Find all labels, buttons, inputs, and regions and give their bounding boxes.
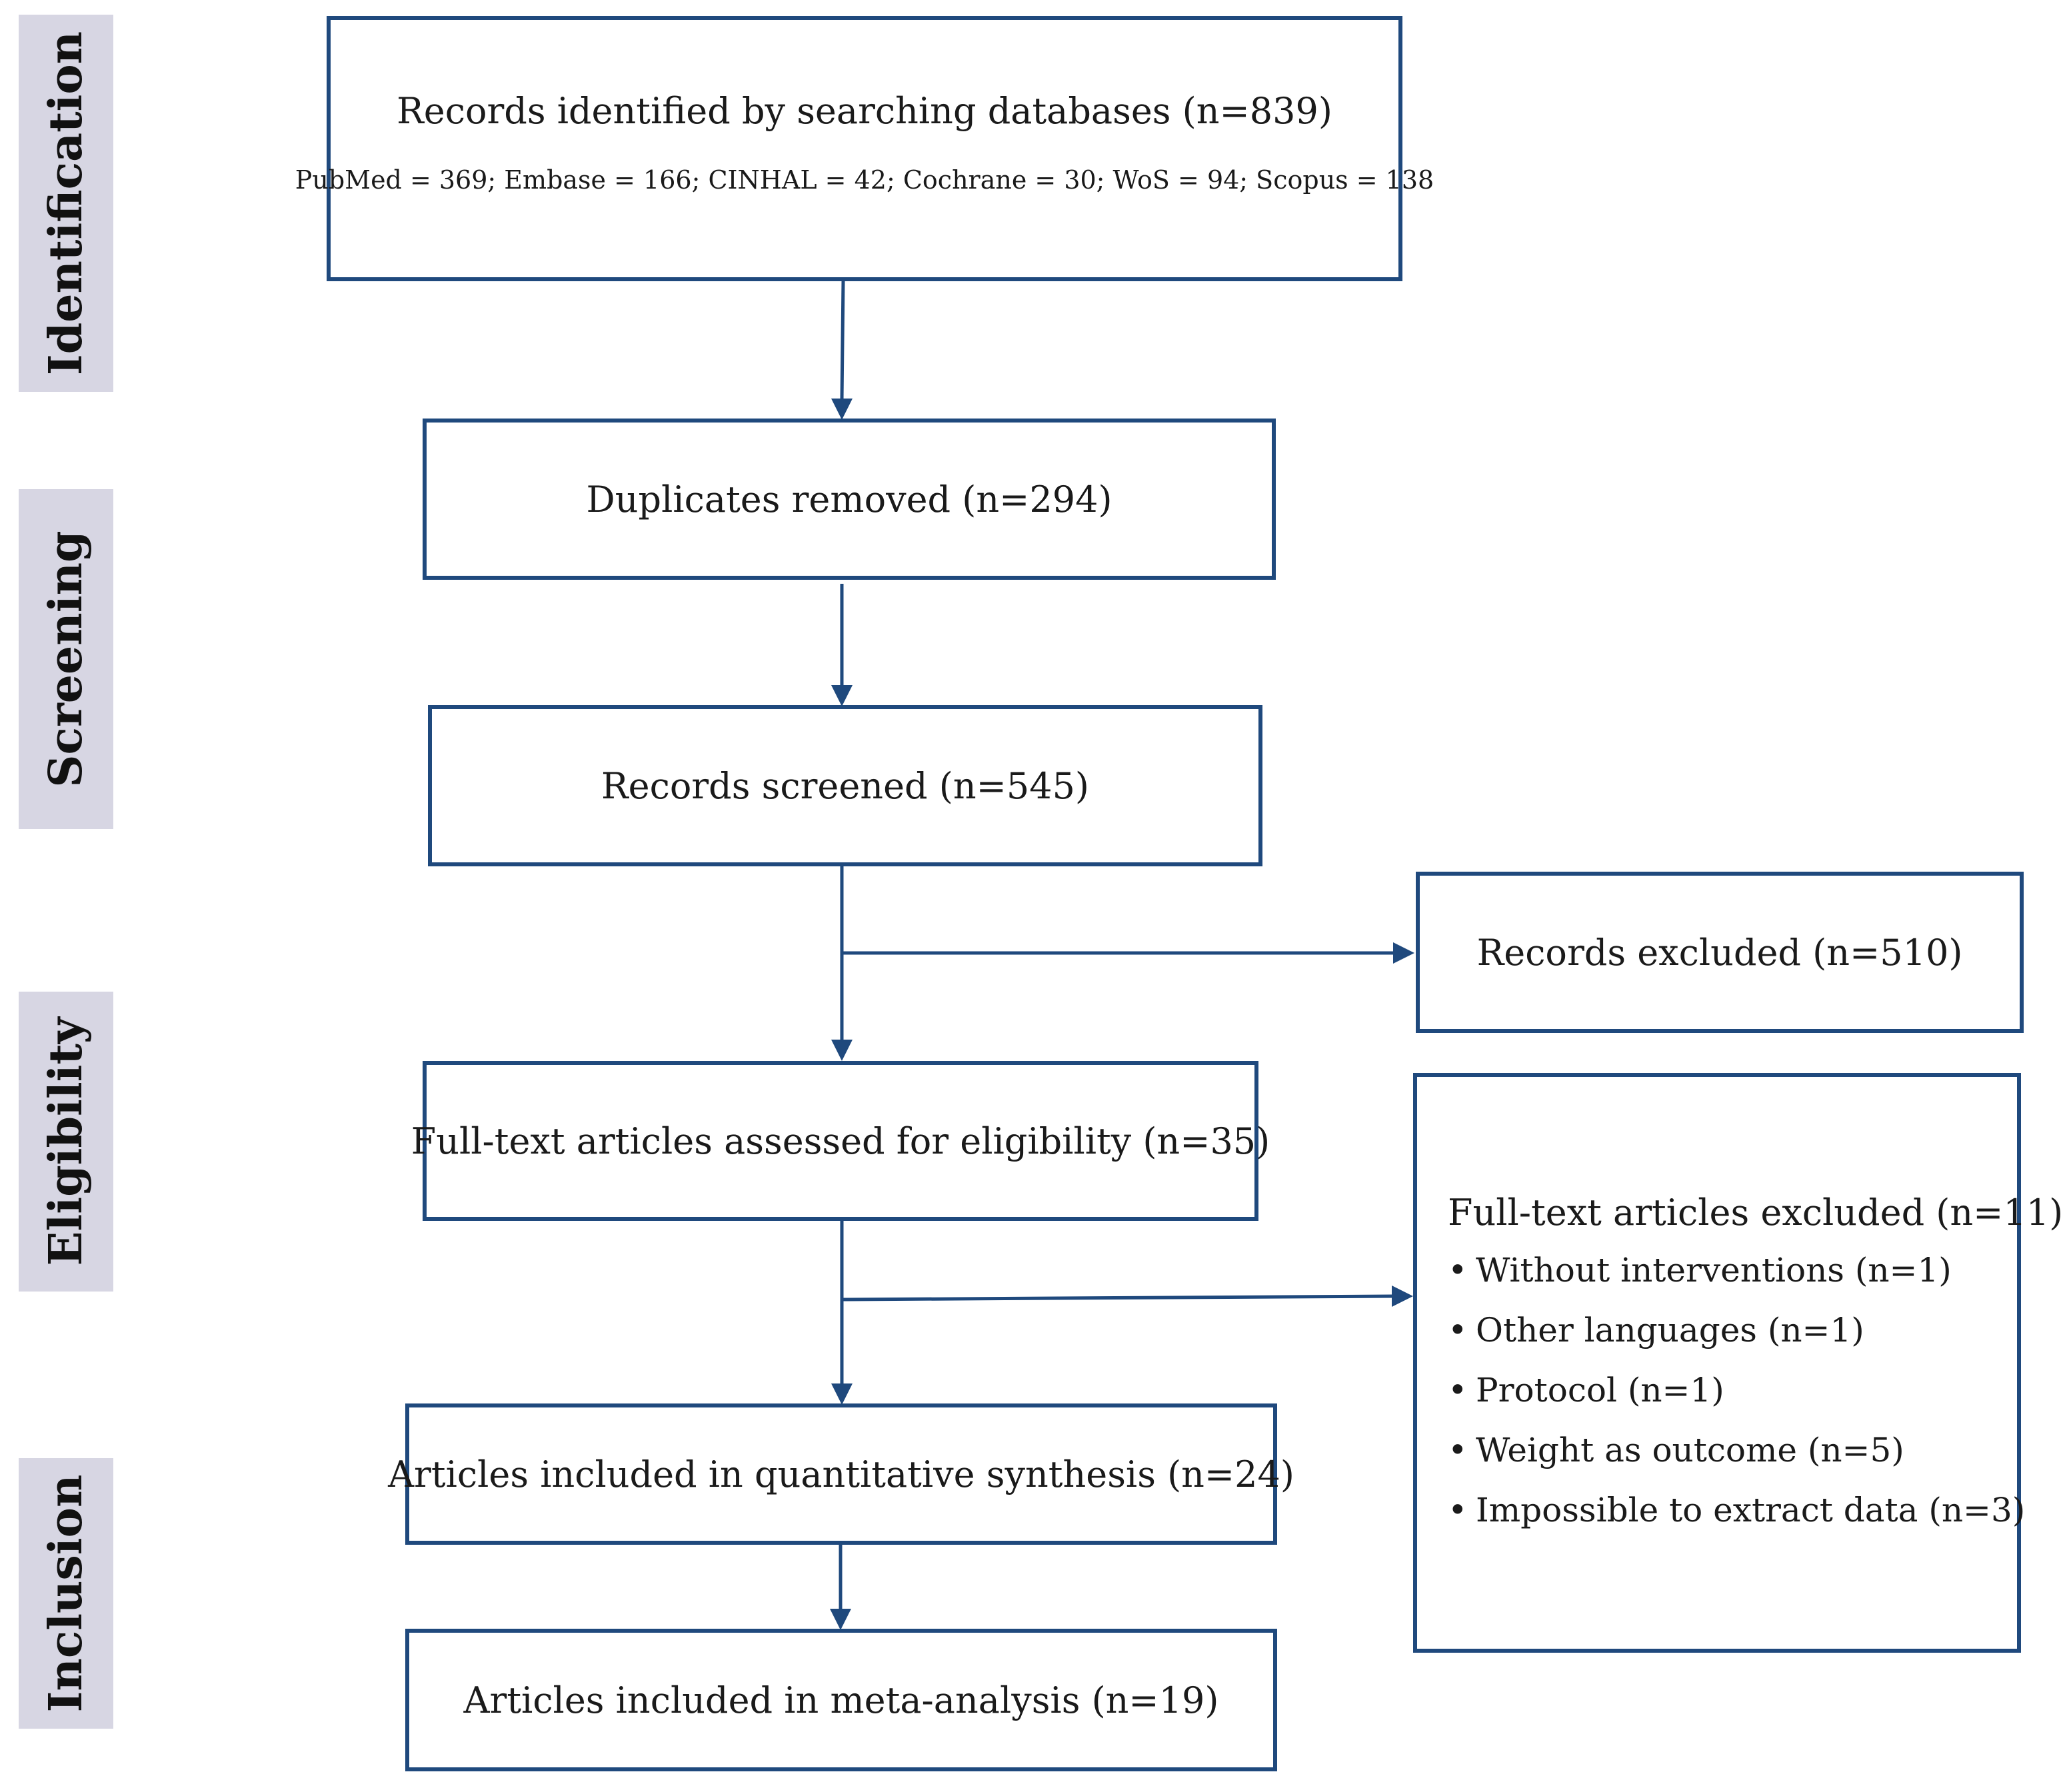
arrowhead-down [830,1609,851,1630]
exclusion-reason-item: •Other languages (n=1) [1448,1311,2025,1349]
records-identified-text: Records identified by searching database… [397,89,1332,132]
exclusion-reason-text: Weight as outcome (n=5) [1476,1431,1904,1469]
bullet-mark: • [1448,1311,1468,1349]
meta-analysis-box: Articles included in meta-analysis (n=19… [405,1629,1277,1771]
arrowhead-right [1393,942,1414,964]
bullet-mark: • [1448,1251,1468,1290]
duplicates-removed-box: Duplicates removed (n=294) [423,419,1276,580]
exclusion-reason-text: Impossible to extract data (n=3) [1476,1491,2026,1529]
quantitative-synthesis-text: Articles included in quantitative synthe… [388,1453,1294,1495]
records-identified-box: Records identified by searching database… [295,16,1434,281]
database-counts-text: PubMed = 369; Embase = 166; CINHAL = 42;… [295,165,1434,195]
records-excluded-text: Records excluded (n=510) [1476,931,1963,974]
bullet-mark: • [1448,1491,1468,1529]
records-excluded-box: Records excluded (n=510) [1416,872,2024,1033]
exclusion-reason-text: Without interventions (n=1) [1476,1251,1952,1290]
exclusion-reason-item: •Without interventions (n=1) [1448,1251,2025,1290]
stage-eligibility: Eligibility [19,992,113,1292]
stage-identification: Identification [19,15,113,392]
arrowhead-right [1392,1286,1413,1307]
meta-analysis-text: Articles included in meta-analysis (n=19… [463,1679,1219,1721]
arrow-to-fulltext-excluded [841,1294,1394,1302]
fulltext-excluded-box: Full-text articles excluded (n=11) •With… [1413,1073,2063,1653]
exclusion-reason-item: •Weight as outcome (n=5) [1448,1431,2025,1469]
exclusion-reason-text: Protocol (n=1) [1476,1371,1724,1409]
stage-inclusion: Inclusion [19,1458,113,1729]
arrowhead-down [831,399,853,420]
arrowhead-down [831,685,853,706]
bullet-mark: • [1448,1431,1468,1469]
arrow-identified-to-duplicates [840,281,845,401]
fulltext-assessed-text: Full-text articles assessed for eligibil… [411,1120,1270,1162]
exclusion-reason-text: Other languages (n=1) [1476,1311,1864,1349]
records-screened-box: Records screened (n=545) [428,705,1262,866]
fulltext-assessed-box: Full-text articles assessed for eligibil… [411,1061,1270,1221]
exclusion-reason-item: •Protocol (n=1) [1448,1371,2025,1409]
quantitative-synthesis-box: Articles included in quantitative synthe… [388,1403,1294,1545]
fulltext-excluded-title: Full-text articles excluded (n=11) [1448,1192,2063,1234]
exclusion-reasons-list: •Without interventions (n=1) •Other lang… [1448,1251,2025,1551]
exclusion-reason-item: •Impossible to extract data (n=3) [1448,1491,2025,1529]
arrowhead-down [831,1383,853,1405]
stage-screening: Screening [19,489,113,829]
duplicates-removed-text: Duplicates removed (n=294) [586,478,1112,520]
arrowhead-down [831,1040,853,1061]
records-screened-text: Records screened (n=545) [601,764,1089,807]
bullet-mark: • [1448,1371,1468,1409]
